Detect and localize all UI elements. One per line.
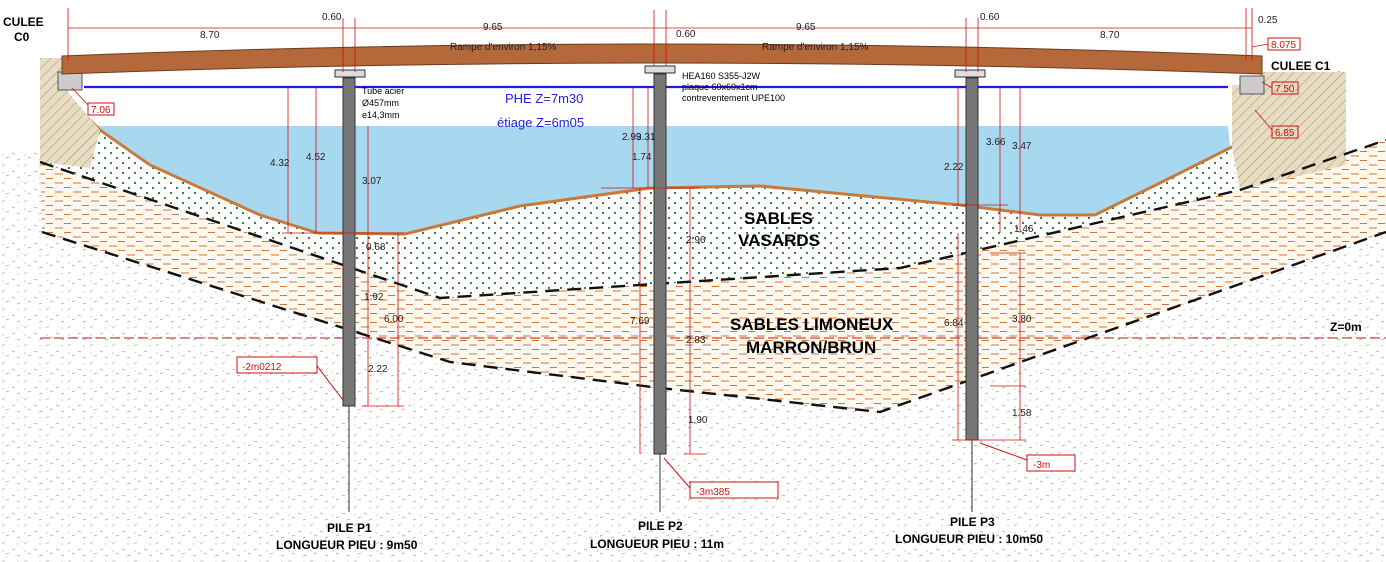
silty-sand-hatch: [40, 140, 1386, 412]
p2-dim-g: 1.90: [688, 415, 708, 426]
p1-dim-c: 3.07: [362, 176, 382, 187]
soil-layer1-line2: VASARDS: [738, 231, 820, 250]
p3-dim-g: 1.58: [1012, 408, 1032, 419]
zero-level-label: Z=0m: [1330, 320, 1362, 334]
pile-p2-name: PILE P2: [638, 519, 683, 533]
culee-c1-label: CULEE C1: [1271, 59, 1331, 73]
ramp-right: Rampe d'environ 1,15%: [762, 42, 869, 53]
p1-dim-a: 4.32: [270, 158, 290, 169]
culee-c0-line2: C0: [14, 30, 30, 44]
beam-note-1: HEA160 S355-J2W: [682, 71, 761, 81]
p2-dim-b: 3.31: [636, 132, 656, 143]
p2-dim-e: 7.69: [630, 316, 650, 327]
boundary-upper: [39, 138, 1386, 300]
level-top-right: 8.075: [1271, 40, 1296, 51]
pile-p3-length: LONGUEUR PIEU : 10m50: [895, 532, 1043, 546]
tube-note-2: Ø457mm: [362, 98, 399, 108]
p2-dim-a: 2.99: [622, 132, 642, 143]
phe-label: PHE Z=7m30: [505, 91, 583, 106]
dim-span4: 8.70: [1100, 30, 1120, 41]
bridge-deck: [61, 43, 1263, 75]
tip-level-p2: -3m385: [696, 487, 730, 498]
soil-layer2-line2: MARRON/BRUN: [746, 338, 876, 357]
culee-c0-line1: CULEE: [3, 15, 44, 29]
dim-pile1-width: 0.60: [322, 12, 342, 23]
p1-dim-f: 6.00: [384, 314, 404, 325]
beam-note-3: contreventement UPE100: [682, 93, 785, 103]
pile-p2-length: LONGUEUR PIEU : 11m: [590, 537, 724, 551]
p3-dim-b: 3.66: [986, 137, 1006, 148]
p3-dim-f: 3.80: [1012, 314, 1032, 325]
soil-layer1-line1: SABLES: [744, 209, 813, 228]
ramp-left: Rampe d'environ 1,15%: [450, 42, 557, 53]
dim-end: 0.25: [1258, 15, 1278, 26]
p1-dim-b: 4.52: [306, 152, 326, 163]
tip-level-p3: -3m: [1033, 460, 1050, 471]
level-left: 7.06: [91, 105, 111, 116]
tube-note-1: Tube acier: [362, 86, 404, 96]
tip-level-p1: -2m0212: [242, 362, 282, 373]
pile-p1-name: PILE P1: [327, 521, 372, 535]
level-right-lower: 6.85: [1275, 128, 1295, 139]
p1-dim-g: 2.22: [368, 364, 388, 375]
beam-note-2: plaque 60x60x1cm: [682, 82, 758, 92]
pile-p2: [653, 73, 667, 455]
p2-dim-f: 2.83: [686, 335, 706, 346]
dim-span2: 9.65: [483, 22, 503, 33]
p1-dim-d: 0.68: [366, 242, 386, 253]
p3-dim-d: 1.46: [1014, 224, 1034, 235]
pile-p1: [342, 77, 356, 407]
pile-p1-length: LONGUEUR PIEU : 9m50: [276, 538, 418, 552]
p1-dim-e: 1.92: [364, 292, 384, 303]
soil-layer2-line1: SABLES LIMONEUX: [730, 315, 894, 334]
riverbed-line: [60, 70, 1341, 236]
level-right-upper: 7.50: [1275, 84, 1295, 95]
p2-dim-d: 2.96: [686, 235, 706, 246]
pile-p3: [965, 77, 979, 441]
pile-p3-name: PILE P3: [950, 515, 995, 529]
dim-pile2-width: 0.60: [676, 29, 696, 40]
dim-pile3-width: 0.60: [980, 12, 1000, 23]
tube-note-3: e14,3mm: [362, 110, 400, 120]
top-dimension-chain: [67, 8, 1253, 72]
p3-dim-e: 6.84: [944, 318, 964, 329]
p2-dim-c: 1.74: [632, 152, 652, 163]
p3-dim-c: 3.47: [1012, 141, 1032, 152]
dim-span3: 9.65: [796, 22, 816, 33]
etiage-label: étiage Z=6m05: [497, 115, 584, 130]
dim-span1: 8.70: [200, 30, 220, 41]
p3-dim-a: 2.22: [944, 162, 964, 173]
